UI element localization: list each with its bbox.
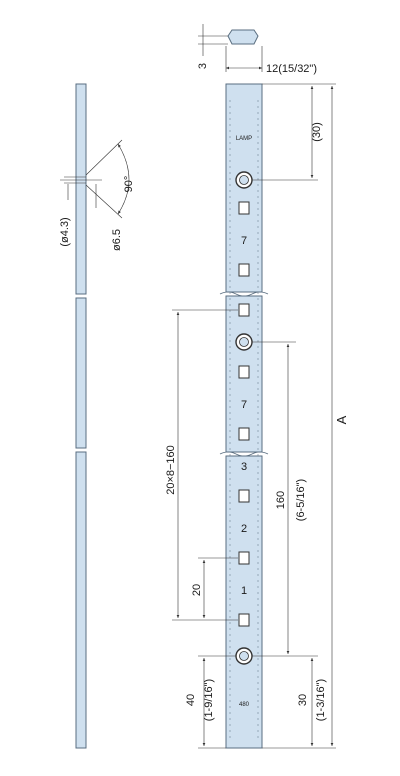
side-bar-top xyxy=(75,83,87,295)
dim-width-label: 12(15/32") xyxy=(266,63,317,75)
left-dimensions xyxy=(172,309,238,749)
screw-hole xyxy=(235,647,253,665)
square-slot xyxy=(238,365,250,379)
dim-small-hole-label: (ø4.3) xyxy=(59,217,71,246)
brand-mark: LAMP xyxy=(236,136,252,142)
right-dimensions xyxy=(252,83,336,749)
square-slot xyxy=(238,303,250,317)
slot-number: 7 xyxy=(241,399,247,411)
screw-hole xyxy=(235,171,253,189)
countersink-line-upper xyxy=(85,139,123,176)
top-cross-section: 3 12(15/32") xyxy=(197,24,317,75)
slot-number: 2 xyxy=(241,523,247,535)
break-line-2 xyxy=(219,451,269,457)
square-slot xyxy=(238,489,250,503)
slot-number: 1 xyxy=(241,585,247,597)
square-slot xyxy=(238,427,250,441)
break-line-1 xyxy=(219,291,269,297)
dim-bottom-30-mm-label: 30 xyxy=(297,694,309,706)
slot-number: 7 xyxy=(241,235,247,247)
side-bar-middle xyxy=(75,297,87,449)
bottom-code: 480 xyxy=(239,702,250,708)
angle-arc xyxy=(117,143,130,215)
square-slot xyxy=(238,201,250,215)
edge-notches xyxy=(229,100,259,740)
dim-pitch-160-in-label: (6-5/16") xyxy=(295,479,307,521)
dim-angle-label: 90° xyxy=(123,176,135,193)
front-view: LAMP 7 7 3 2 1 480 xyxy=(219,83,269,749)
countersink-line-lower xyxy=(85,184,123,219)
dim-overall-label: A xyxy=(334,415,349,424)
side-view: 90° (ø4.3) ø6.5 xyxy=(59,83,135,749)
dim-bottom-40-in-label: (1-9/16") xyxy=(203,679,215,721)
dim-large-hole-label: ø6.5 xyxy=(111,229,123,251)
screw-hole xyxy=(235,333,253,351)
dim-thickness-label: 3 xyxy=(197,63,209,69)
slot-number: 3 xyxy=(241,461,247,473)
dim-top-offset-label: (30) xyxy=(311,122,323,142)
dim-bottom-40-mm-label: 40 xyxy=(185,694,197,706)
dim-bottom-30-in-label: (1-3/16") xyxy=(315,679,327,721)
dim-pitch-160-mm-label: 160 xyxy=(275,491,287,509)
square-slot xyxy=(238,613,250,627)
side-bar-bottom xyxy=(75,451,87,749)
square-slot xyxy=(238,551,250,565)
rail-profile xyxy=(227,29,259,45)
dim-slot-pitch-label: 20 xyxy=(191,584,203,596)
square-slot xyxy=(238,263,250,277)
dim-pitch-range-label: 20×8−160 xyxy=(165,445,177,495)
